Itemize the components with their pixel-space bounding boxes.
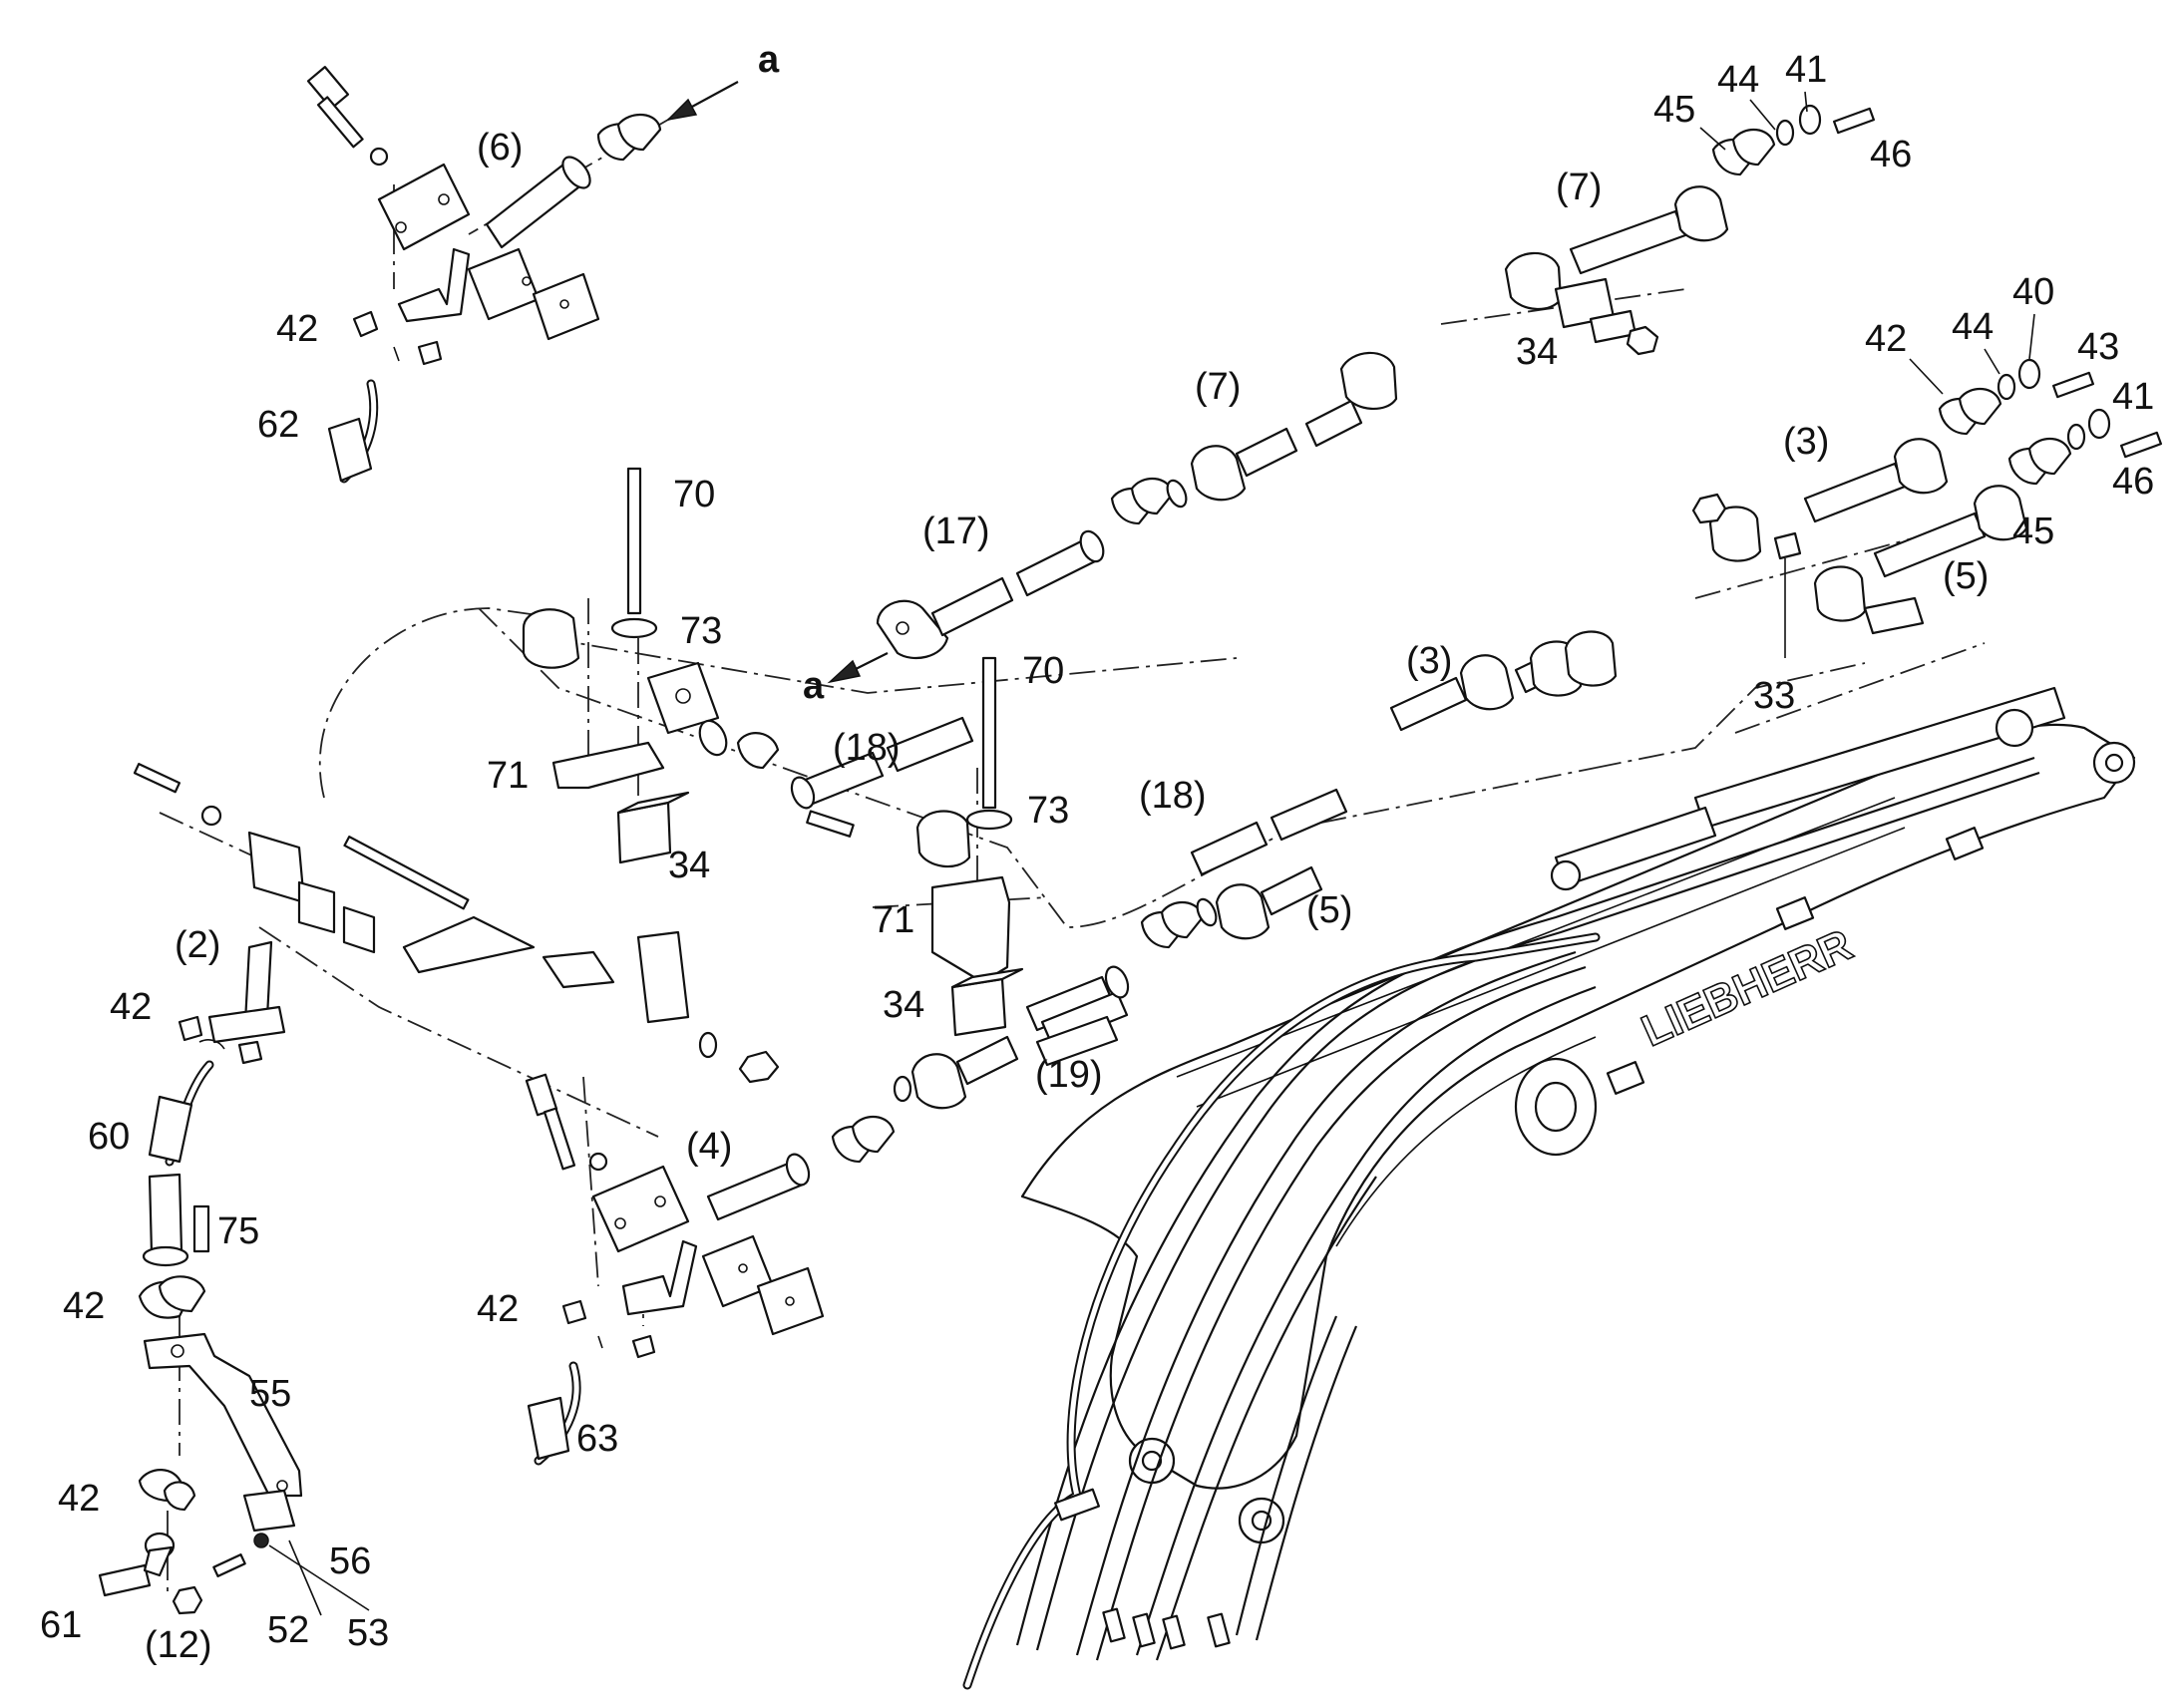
callout-pipe-7-upper: (7) bbox=[1556, 167, 1602, 208]
callout-34-center: 34 bbox=[883, 984, 924, 1026]
group-6-upper-left bbox=[306, 66, 739, 484]
callout-46-right: 46 bbox=[2112, 461, 2154, 503]
callout-arrow-a-lower: a bbox=[803, 665, 825, 707]
arrow-a-lower bbox=[827, 652, 889, 684]
arrow-a-label: a bbox=[758, 39, 780, 81]
callout-42-right: 42 bbox=[1865, 318, 1907, 360]
callout-41-right: 41 bbox=[2112, 376, 2154, 418]
callout-44-right: 44 bbox=[1952, 306, 1994, 348]
callout-pipe-18-right: (18) bbox=[1139, 775, 1207, 817]
group-center bbox=[790, 399, 1363, 1110]
callout-52: 52 bbox=[267, 1609, 309, 1651]
callout-56: 56 bbox=[329, 1540, 371, 1582]
callout-34-upper-right: 34 bbox=[1516, 331, 1558, 373]
callout-73-left: 73 bbox=[680, 610, 722, 652]
callout-42-upper-left: 42 bbox=[276, 308, 318, 350]
callout-62: 62 bbox=[257, 404, 299, 446]
callout-42-left-b: 42 bbox=[63, 1285, 105, 1327]
callout-75: 75 bbox=[217, 1210, 259, 1252]
callout-43: 43 bbox=[2077, 326, 2119, 368]
group-upper-right bbox=[1339, 104, 2163, 732]
callout-pipe-4: (4) bbox=[686, 1126, 732, 1168]
callout-45-right: 45 bbox=[2012, 511, 2054, 552]
callout-pipe-7-mid: (7) bbox=[1195, 366, 1241, 408]
callout-pipe-5-center: (5) bbox=[1306, 889, 1352, 931]
callout-pipe-2: (2) bbox=[175, 924, 220, 966]
group-mid-left bbox=[522, 467, 780, 864]
callout-pipe-3-center: (3) bbox=[1406, 640, 1452, 682]
callout-63: 63 bbox=[576, 1418, 618, 1460]
callout-pipe-18-left: (18) bbox=[833, 727, 901, 769]
callout-pipe-3-right: (3) bbox=[1783, 421, 1829, 463]
callout-42-lower-center: 42 bbox=[477, 1288, 519, 1330]
callout-41-upper: 41 bbox=[1785, 49, 1827, 91]
group-4-lower-center bbox=[525, 1073, 896, 1466]
callout-labels: (6) 42 62 70 73 71 34 (2) 42 60 75 42 55… bbox=[40, 49, 2154, 1666]
callout-70-right: 70 bbox=[1022, 650, 1064, 692]
callout-42-left-c: 42 bbox=[58, 1478, 100, 1520]
callout-55: 55 bbox=[249, 1373, 291, 1415]
callout-34-left: 34 bbox=[668, 845, 710, 886]
callout-33: 33 bbox=[1753, 675, 1795, 717]
callout-44-upper: 44 bbox=[1717, 59, 1759, 101]
group-left-support bbox=[98, 763, 780, 1615]
callout-40: 40 bbox=[2012, 271, 2054, 313]
callout-pipe-5-right: (5) bbox=[1943, 555, 1989, 597]
callout-pipe-6: (6) bbox=[477, 127, 523, 169]
callout-61: 61 bbox=[40, 1604, 82, 1646]
callout-60: 60 bbox=[88, 1116, 130, 1158]
excavator-boom: LIEBHERR bbox=[962, 686, 2136, 1690]
callout-71-left: 71 bbox=[487, 755, 529, 797]
callout-nut-12: (12) bbox=[145, 1624, 212, 1666]
callout-70-left: 70 bbox=[673, 474, 715, 515]
callout-73-right: 73 bbox=[1027, 790, 1069, 832]
callout-46-upper: 46 bbox=[1870, 134, 1912, 175]
callout-pipe-17: (17) bbox=[922, 511, 990, 552]
callout-pipe-19: (19) bbox=[1035, 1054, 1103, 1096]
callout-71-right: 71 bbox=[873, 899, 914, 941]
callout-53: 53 bbox=[347, 1612, 389, 1654]
callout-42-left-a: 42 bbox=[110, 986, 152, 1028]
callout-45-upper: 45 bbox=[1653, 89, 1695, 131]
